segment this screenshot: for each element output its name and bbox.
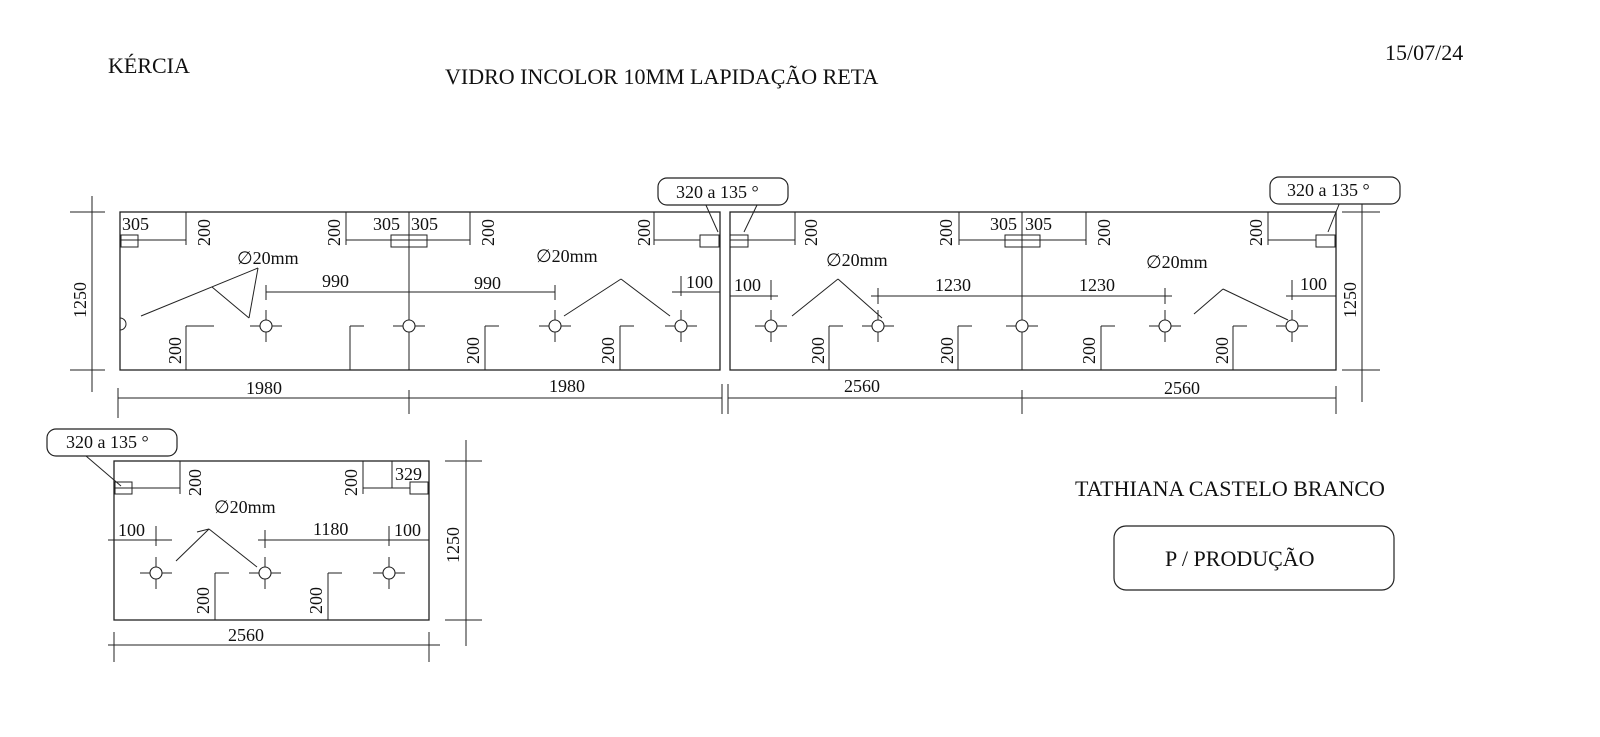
panel-a-holes bbox=[250, 310, 697, 342]
panel-c-notch-d2: 200 bbox=[341, 469, 361, 496]
hole bbox=[674, 319, 688, 333]
hole bbox=[1158, 319, 1172, 333]
panel-b-notch-d1: 200 bbox=[801, 219, 821, 246]
panel-a-spacing-2: 990 bbox=[474, 273, 501, 293]
customer-name: TATHIANA CASTELO BRANCO bbox=[1075, 476, 1385, 501]
panel-c-holes bbox=[140, 557, 405, 589]
hole bbox=[1285, 319, 1299, 333]
angle-callout-1: 320 a 135 ° bbox=[657, 177, 789, 233]
panel-a-hole-label-1: ∅20mm bbox=[237, 248, 299, 268]
panel-b-notch-left bbox=[729, 234, 749, 248]
panel-a-hole-h1: 200 bbox=[165, 337, 185, 364]
panel-a-notch-right bbox=[699, 234, 720, 248]
panel-b-hole-h1: 200 bbox=[808, 337, 828, 364]
svg-text:320 a 135 °: 320 a 135 ° bbox=[676, 182, 759, 202]
panel-a-outline bbox=[119, 211, 721, 371]
panel-a-width-2: 1980 bbox=[549, 376, 585, 396]
panel-c-notch-d1: 200 bbox=[185, 469, 205, 496]
panel-a-notch-d3: 200 bbox=[478, 219, 498, 246]
panel-a-hole-h3: 200 bbox=[598, 337, 618, 364]
panel-b-edge-offset-1: 100 bbox=[734, 275, 761, 295]
panel-c-hole-h2: 200 bbox=[306, 587, 326, 614]
panel-b: 305 305 200 200 200 200 200 200 200 200 … bbox=[727, 196, 1380, 414]
panel-a-edge-notch bbox=[119, 317, 127, 331]
panel-b-hole-h3: 200 bbox=[1079, 337, 1099, 364]
panel-a-notch-w3: 305 bbox=[411, 214, 438, 234]
panel-a-notch-left bbox=[120, 234, 139, 248]
panel-a-notch-d2: 200 bbox=[324, 219, 344, 246]
panel-c-hole-label: ∅20mm bbox=[214, 497, 276, 517]
panel-b-spacing-1: 1230 bbox=[935, 275, 971, 295]
panel-a-hole-h2: 200 bbox=[463, 337, 483, 364]
panel-a-width-1: 1980 bbox=[246, 378, 282, 398]
panel-b-notch-w2: 305 bbox=[1025, 214, 1052, 234]
hole bbox=[258, 566, 272, 580]
svg-text:320 a 135 °: 320 a 135 ° bbox=[66, 432, 149, 452]
hole bbox=[382, 566, 396, 580]
panel-b-hole-label-2: ∅20mm bbox=[1146, 252, 1208, 272]
glass-spec: VIDRO INCOLOR 10MM LAPIDAÇÃO RETA bbox=[445, 64, 878, 89]
panel-b-notch-right bbox=[1315, 234, 1336, 248]
production-stamp-box bbox=[1113, 525, 1395, 591]
hole bbox=[1015, 319, 1029, 333]
angle-callout-2: 320 a 135 ° bbox=[1269, 176, 1401, 233]
panel-a: 305 305 305 200 200 200 200 200 200 200 … bbox=[70, 196, 723, 418]
panel-c-spacing: 1180 bbox=[313, 519, 348, 539]
panel-b-hole-h2: 200 bbox=[937, 337, 957, 364]
hole bbox=[764, 319, 778, 333]
panel-b-height: 1250 bbox=[1340, 282, 1360, 318]
panel-b-width-1: 2560 bbox=[844, 376, 880, 396]
panel-b-hole-label-1: ∅20mm bbox=[826, 250, 888, 270]
panel-b-notch-w1: 305 bbox=[990, 214, 1017, 234]
panel-b-width-2: 2560 bbox=[1164, 378, 1200, 398]
panel-b-notch-d3: 200 bbox=[1094, 219, 1114, 246]
panel-c-edge-offset-1: 100 bbox=[118, 520, 145, 540]
panel-c-height: 1250 bbox=[443, 527, 463, 563]
panel-b-notch-d2: 200 bbox=[936, 219, 956, 246]
hole bbox=[871, 319, 885, 333]
production-stamp: P / PRODUÇÃO bbox=[1165, 546, 1315, 571]
hole bbox=[548, 319, 562, 333]
hole bbox=[259, 319, 273, 333]
panel-c-notch-w: 329 bbox=[395, 464, 422, 484]
panel-a-hole-label-2: ∅20mm bbox=[536, 246, 598, 266]
hole bbox=[149, 566, 163, 580]
panel-a-edge-offset: 100 bbox=[686, 272, 713, 292]
panel-a-spacing-1: 990 bbox=[322, 271, 349, 291]
panel-c-hole-h1: 200 bbox=[193, 587, 213, 614]
panel-b-outline bbox=[729, 211, 1337, 371]
panel-c-edge-offset-2: 100 bbox=[394, 520, 421, 540]
panel-a-notch-d1: 200 bbox=[194, 219, 214, 246]
panel-a-height: 1250 bbox=[70, 282, 90, 318]
panel-a-notch-w1: 305 bbox=[122, 214, 149, 234]
client-name: KÉRCIA bbox=[108, 53, 190, 78]
panel-b-edge-offset-2: 100 bbox=[1300, 274, 1327, 294]
panel-a-notch-w2: 305 bbox=[373, 214, 400, 234]
svg-text:320 a 135 °: 320 a 135 ° bbox=[1287, 180, 1370, 200]
hole bbox=[402, 319, 416, 333]
order-date: 15/07/24 bbox=[1385, 40, 1463, 65]
panel-c: 200 200 329 200 200 100 1180 100 ∅20mm 1… bbox=[108, 440, 482, 662]
panel-b-hole-h4: 200 bbox=[1212, 337, 1232, 364]
angle-callout-3: 320 a 135 ° bbox=[46, 428, 178, 487]
panel-b-holes bbox=[755, 310, 1308, 342]
panel-b-notch-d4: 200 bbox=[1246, 219, 1266, 246]
panel-a-notch-d4: 200 bbox=[634, 219, 654, 246]
panel-b-spacing-2: 1230 bbox=[1079, 275, 1115, 295]
panel-c-width: 2560 bbox=[228, 625, 264, 645]
